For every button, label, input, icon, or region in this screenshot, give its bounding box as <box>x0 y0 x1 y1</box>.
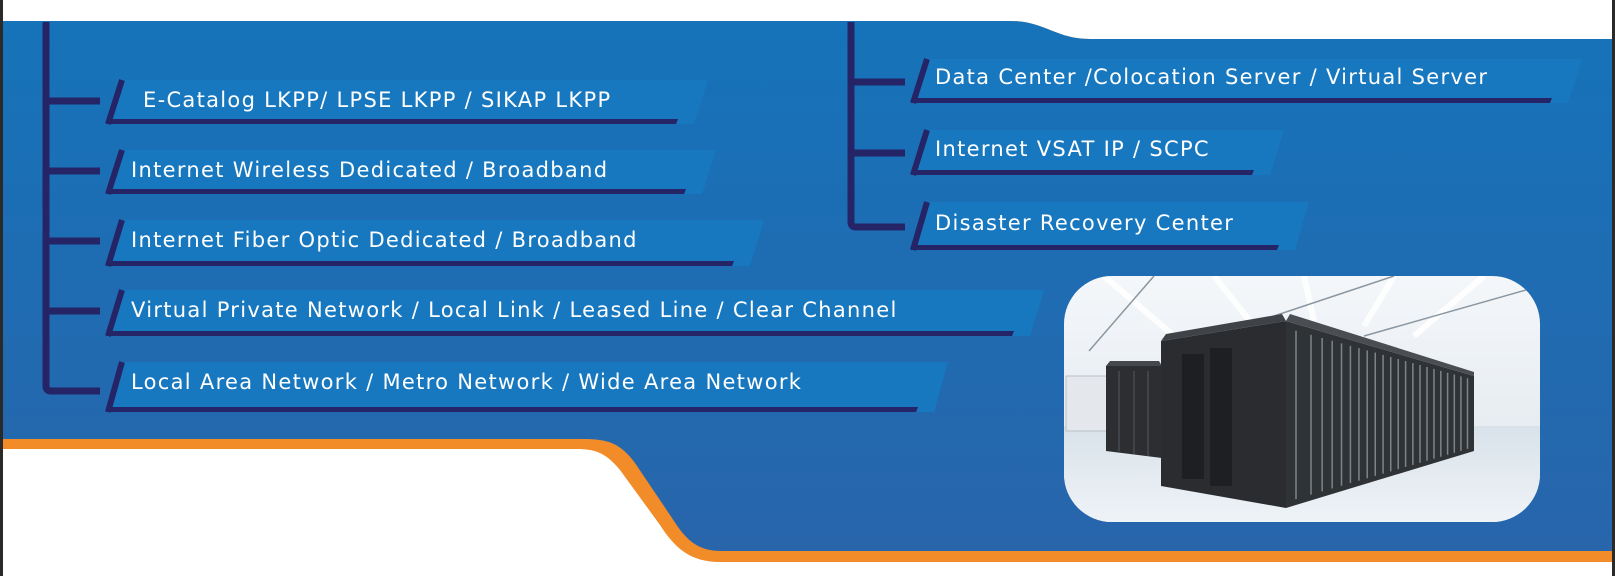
tab-network-slash <box>105 361 125 413</box>
service-label-network: Local Area Network / Metro Network / Wid… <box>131 370 803 394</box>
tab-disaster-recovery-slash <box>910 201 930 251</box>
tab-disaster-recovery-underline <box>911 245 1279 250</box>
right-frame-edge <box>1612 0 1615 576</box>
tab-data-center-fill <box>913 59 1582 103</box>
tab-vpn-fill <box>108 290 1044 336</box>
tab-vpn-underline <box>106 331 1014 336</box>
tab-internet-wireless-slash <box>105 149 125 195</box>
tab-e-catalog-fill <box>108 80 708 124</box>
tab-network-underline <box>106 407 918 412</box>
tab-e-catalog-slash <box>105 79 125 125</box>
service-label-vpn: Virtual Private Network / Local Link / L… <box>131 298 898 322</box>
service-label-internet-wireless: Internet Wireless Dedicated / Broadband <box>131 158 609 182</box>
left-frame-edge <box>0 0 3 576</box>
tab-vsat-slash <box>910 129 930 176</box>
right-tree-connector <box>847 22 905 231</box>
tab-internet-wireless-underline <box>106 189 686 194</box>
tab-vsat-fill <box>913 130 1284 175</box>
tab-vpn-slash <box>105 289 125 337</box>
service-label-internet-fiber-optic: Internet Fiber Optic Dedicated / Broadba… <box>131 228 638 252</box>
tab-data-center-underline <box>911 98 1552 103</box>
tab-data-center-slash <box>910 58 930 104</box>
service-label-data-center: Data Center /Colocation Server / Virtual… <box>935 65 1489 89</box>
left-tree-connector <box>42 22 100 395</box>
tab-disaster-recovery-fill <box>913 202 1309 250</box>
tab-internet-fiber-optic-underline <box>106 261 734 266</box>
data-center-photo <box>1064 276 1540 522</box>
service-label-disaster-recovery: Disaster Recovery Center <box>935 211 1235 235</box>
tab-e-catalog-underline <box>106 119 678 124</box>
service-label-vsat: Internet VSAT IP / SCPC <box>935 137 1210 161</box>
tab-internet-wireless-fill <box>108 150 716 194</box>
tab-network-fill <box>108 362 948 412</box>
service-label-e-catalog: E-Catalog LKPP/ LPSE LKPP / SIKAP LKPP <box>143 88 612 112</box>
tab-internet-fiber-optic-fill <box>108 220 764 266</box>
tab-internet-fiber-optic-slash <box>105 219 125 267</box>
tab-vsat-underline <box>911 170 1254 175</box>
